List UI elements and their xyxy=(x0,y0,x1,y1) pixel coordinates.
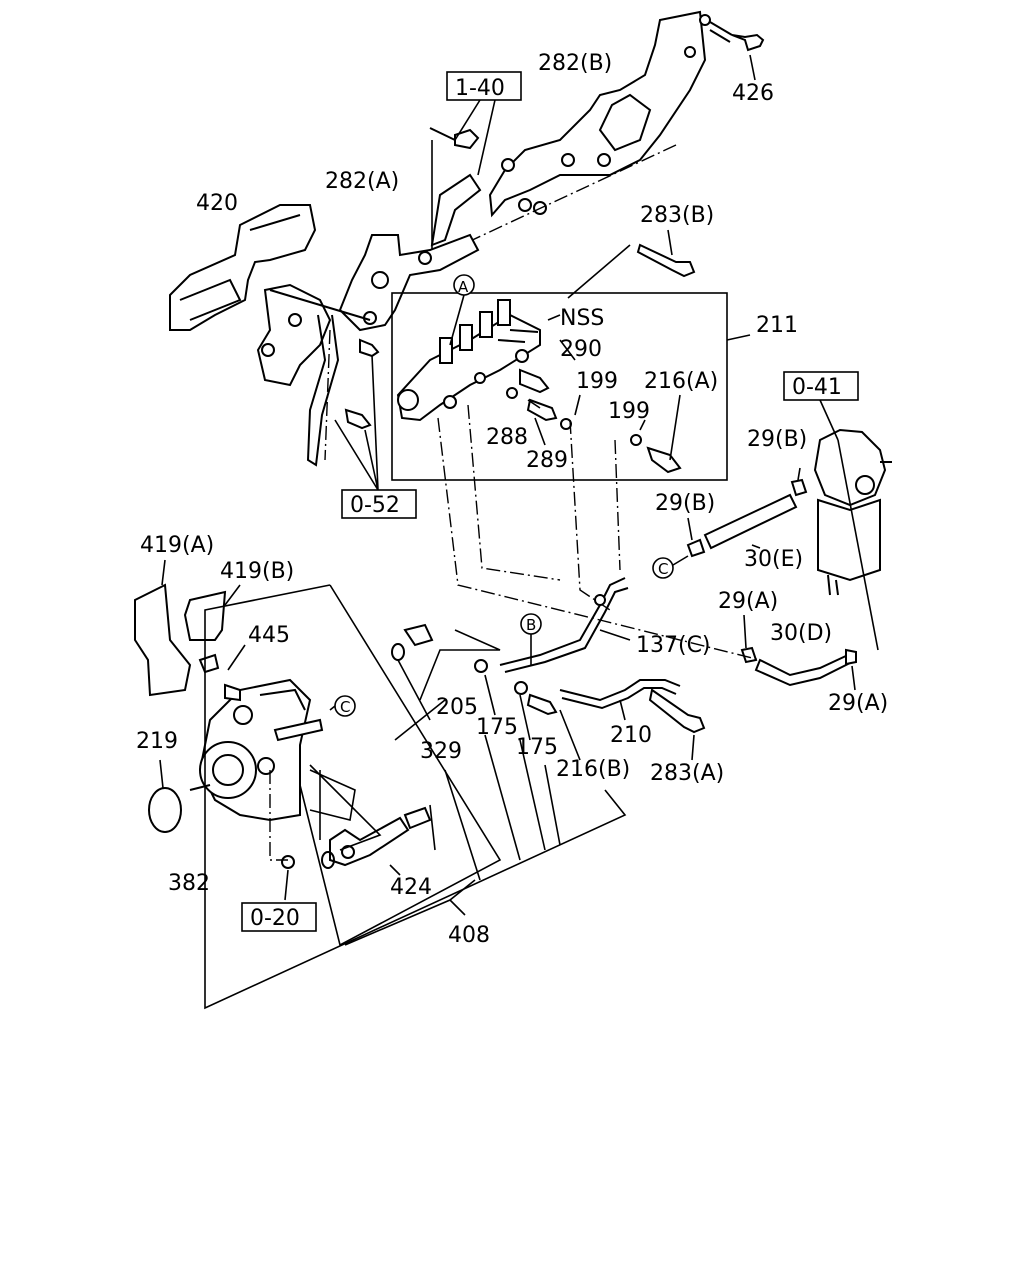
hose-30e xyxy=(686,478,808,558)
label-ref-1-40: 1-40 xyxy=(455,76,505,101)
label-29b-2: 29(B) xyxy=(655,491,715,516)
label-382: 382 xyxy=(168,871,210,896)
label-290: 290 xyxy=(560,337,602,362)
marker-a-letter: A xyxy=(458,278,469,296)
label-199-a: 199 xyxy=(576,369,618,394)
injection-pump xyxy=(189,678,324,822)
label-283a: 283(A) xyxy=(650,761,724,786)
label-424: 424 xyxy=(390,875,432,900)
label-216a: 216(A) xyxy=(644,369,718,394)
hose-30d xyxy=(740,646,857,687)
label-ref-0-20: 0-20 xyxy=(250,906,300,931)
label-216b: 216(B) xyxy=(556,757,630,782)
label-419a: 419(A) xyxy=(140,533,214,558)
ref-box-0-41 xyxy=(783,371,859,401)
part-420 xyxy=(169,204,317,331)
label-175-b: 175 xyxy=(516,735,558,760)
oring-219 xyxy=(148,787,182,833)
marker-c-filter-letter: C xyxy=(658,560,668,578)
assembly-box-211 xyxy=(391,292,728,481)
label-426: 426 xyxy=(732,81,774,106)
label-30e: 30(E) xyxy=(744,547,803,572)
label-329: 329 xyxy=(420,739,462,764)
label-289: 289 xyxy=(526,448,568,473)
label-288: 288 xyxy=(486,425,528,450)
leader-408 xyxy=(204,584,627,1010)
label-175-a: 175 xyxy=(476,715,518,740)
label-420: 420 xyxy=(196,191,238,216)
ref-box-0-20 xyxy=(241,902,317,932)
fuel-filter xyxy=(813,428,892,596)
ref-box-0-52 xyxy=(341,489,417,519)
pipe-210 xyxy=(559,679,681,710)
label-30d: 30(D) xyxy=(770,621,832,646)
label-ref-0-41: 0-41 xyxy=(792,375,842,400)
label-199-b: 199 xyxy=(608,399,650,424)
label-211: 211 xyxy=(756,313,798,338)
label-29a-1: 29(A) xyxy=(718,589,778,614)
label-419b: 419(B) xyxy=(220,559,294,584)
marker-b-letter: B xyxy=(526,616,536,634)
marker-c-filter xyxy=(652,557,674,579)
marker-c-pump-letter: C xyxy=(340,698,350,716)
label-282b: 282(B) xyxy=(538,51,612,76)
label-29a-2: 29(A) xyxy=(828,691,888,716)
common-rail xyxy=(396,299,541,422)
label-nss: NSS xyxy=(560,306,604,331)
label-445: 445 xyxy=(248,623,290,648)
bracket-282b xyxy=(488,10,711,218)
label-408: 408 xyxy=(448,923,490,948)
ref-box-1-40 xyxy=(446,71,522,101)
label-282a: 282(A) xyxy=(325,169,399,194)
cover-419a xyxy=(134,583,192,697)
label-283b: 283(B) xyxy=(640,203,714,228)
sensor-424 xyxy=(321,806,432,869)
label-29b-1: 29(B) xyxy=(747,427,807,452)
pipe-137c xyxy=(499,577,629,673)
label-ref-0-52: 0-52 xyxy=(350,493,400,518)
label-137c: 137(C) xyxy=(636,633,711,658)
label-219: 219 xyxy=(136,729,178,754)
bolt-426 xyxy=(709,21,765,52)
label-205: 205 xyxy=(436,695,478,720)
label-210: 210 xyxy=(610,723,652,748)
mount-bracket xyxy=(256,283,371,467)
bracket-282a xyxy=(338,127,482,332)
